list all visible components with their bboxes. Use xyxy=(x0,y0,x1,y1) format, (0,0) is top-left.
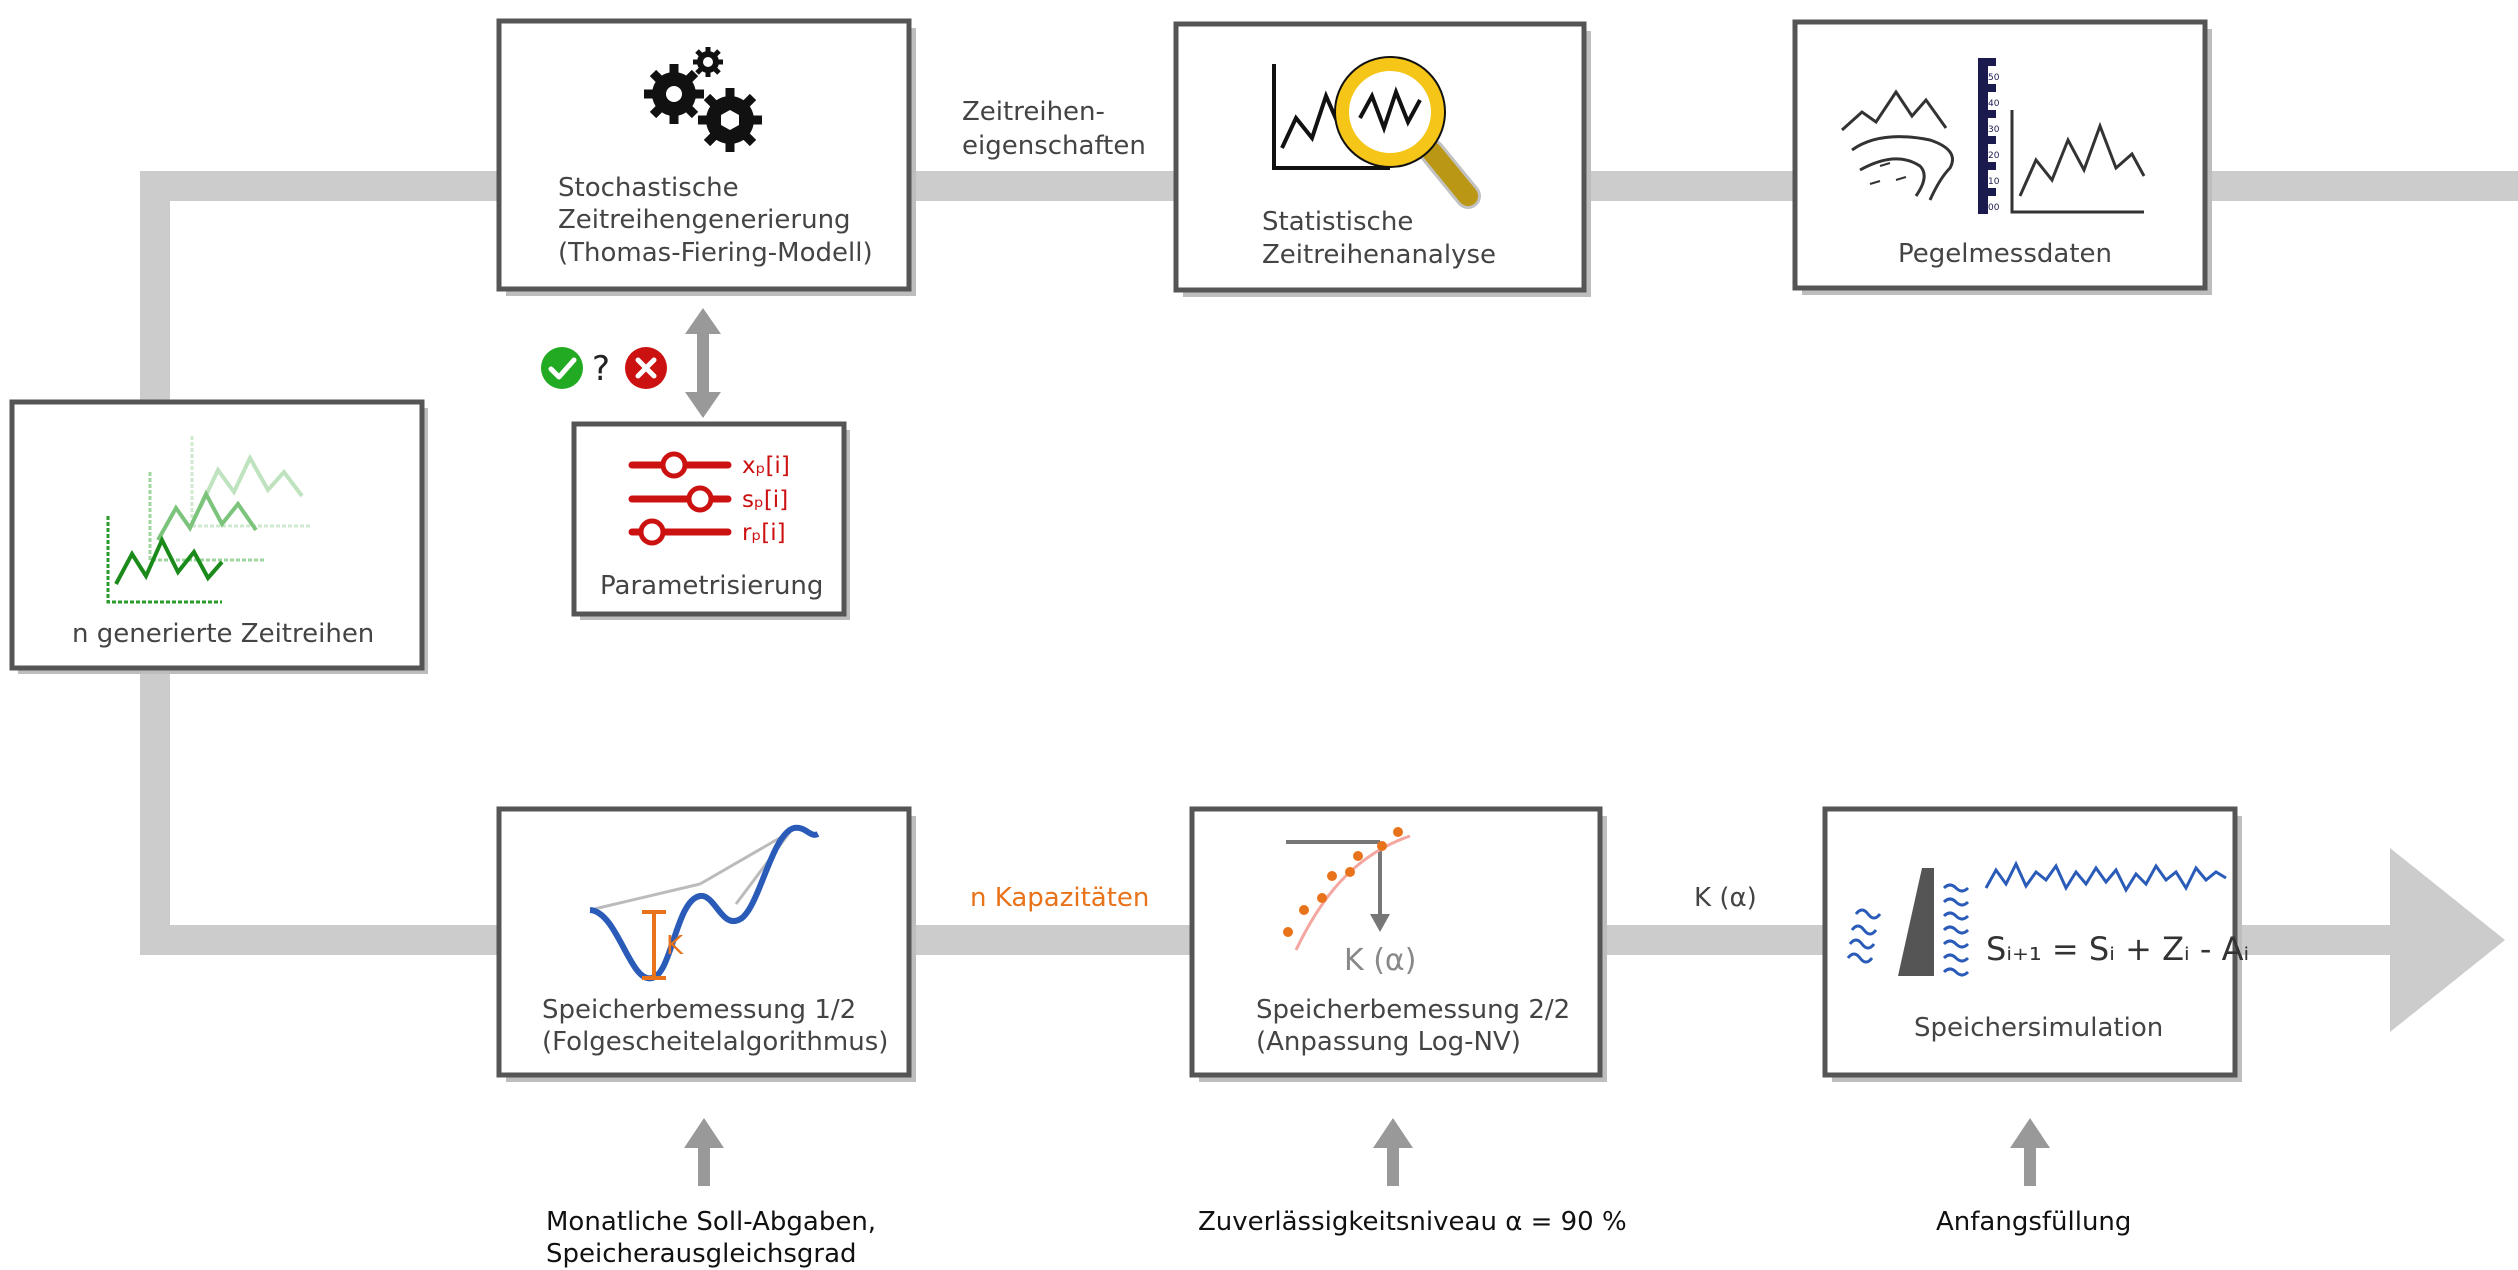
analysis-label-1: Statistische xyxy=(1262,207,1413,237)
input-arrows xyxy=(684,1118,2050,1186)
series-properties-label-2: eigenschaften xyxy=(962,131,1146,161)
check-icon xyxy=(541,347,583,389)
gauge-tick-00: 00 xyxy=(1988,203,2000,213)
log-nv-fit-icon: K (α) xyxy=(1283,827,1416,978)
slider-label-x: xₚ[i] xyxy=(742,453,790,479)
dimension2-label-2: (Anpassung Log-NV) xyxy=(1256,1027,1521,1057)
box-parametrization[interactable]: xₚ[i] sₚ[i] rₚ[i] Parametrisierung xyxy=(571,421,850,620)
box-simulation[interactable]: Sᵢ₊₁ = Sᵢ + Zᵢ - Aᵢ Speichersimulation xyxy=(1822,806,2249,1082)
gauge-tick-10: 10 xyxy=(1988,177,2000,187)
check-indicators: ? xyxy=(541,347,667,389)
dimension2-label-1: Speicherbemessung 2/2 xyxy=(1256,995,1570,1025)
bottom-flow-line xyxy=(140,670,2400,955)
gauge-tick-50: 50 xyxy=(1988,73,2000,83)
magnifier-chart-icon xyxy=(1272,56,1481,209)
simulation-label: Speichersimulation xyxy=(1914,1013,2163,1043)
top-flow-line xyxy=(140,171,2518,410)
k-alpha-flow-label: K (α) xyxy=(1694,883,1757,913)
question-mark: ? xyxy=(592,349,610,389)
sliders-icon xyxy=(628,451,732,546)
capacities-label: n Kapazitäten xyxy=(970,883,1149,913)
flow-lines xyxy=(140,171,2518,1032)
gauge-tick-40: 40 xyxy=(1988,99,2000,109)
double-arrow xyxy=(685,308,721,418)
series-properties-label-1: Zeitreihen- xyxy=(962,97,1105,127)
input-dimension1-line-1: Monatliche Soll-Abgaben, xyxy=(546,1207,876,1237)
dam-reservoir-icon xyxy=(1846,860,2227,977)
input-simulation: Anfangsfüllung xyxy=(1936,1207,2131,1237)
box-generated-series[interactable]: n generierte Zeitreihen xyxy=(9,399,428,674)
output-arrow-head xyxy=(2390,848,2505,1032)
dimension1-label-2: (Folgescheitelalgorithmus) xyxy=(542,1027,888,1057)
box-stochastic-generation[interactable]: Stochastische Zeitreihengenerierung (Tho… xyxy=(496,18,916,296)
stacked-series-icon xyxy=(106,436,310,604)
stochastic-label-1: Stochastische xyxy=(558,173,739,203)
gauge-tick-30: 30 xyxy=(1988,125,2000,135)
stochastic-label-3: (Thomas-Fiering-Modell) xyxy=(558,238,873,268)
river-gauge-icon: 50 40 30 20 10 00 xyxy=(1840,58,2146,214)
box-statistical-analysis[interactable]: Statistische Zeitreihenanalyse xyxy=(1173,21,1591,297)
box-dimension-2[interactable]: K (α) Speicherbemessung 2/2 (Anpassung L… xyxy=(1189,806,1607,1082)
stochastic-label-2: Zeitreihengenerierung xyxy=(558,205,851,235)
input-dimension1-line-2: Speicherausgleichsgrad xyxy=(546,1239,857,1269)
gauge-tick-20: 20 xyxy=(1988,151,2000,161)
input-dimension2: Zuverlässigkeitsniveau α = 90 % xyxy=(1198,1207,1627,1237)
params-label: Parametrisierung xyxy=(600,571,823,601)
slider-label-r: rₚ[i] xyxy=(742,520,786,546)
gauge-label: Pegelmessdaten xyxy=(1898,239,2112,269)
box-dimension-1[interactable]: K Speicherbemessung 1/2 (Folgescheitelal… xyxy=(496,806,916,1082)
dimension1-label-1: Speicherbemessung 1/2 xyxy=(542,995,856,1025)
balance-formula: Sᵢ₊₁ = Sᵢ + Zᵢ - Aᵢ xyxy=(1986,930,2249,968)
box-gauge-data[interactable]: 50 40 30 20 10 00 Pegelmessdaten xyxy=(1792,19,2212,295)
k-label: K xyxy=(666,931,684,961)
k-alpha-label: K (α) xyxy=(1344,943,1416,978)
slider-label-s: sₚ[i] xyxy=(742,487,788,513)
analysis-label-2: Zeitreihenanalyse xyxy=(1262,240,1496,270)
generated-label: n generierte Zeitreihen xyxy=(72,619,374,649)
sequent-peak-icon: K xyxy=(589,824,820,982)
gears-icon xyxy=(644,47,762,152)
